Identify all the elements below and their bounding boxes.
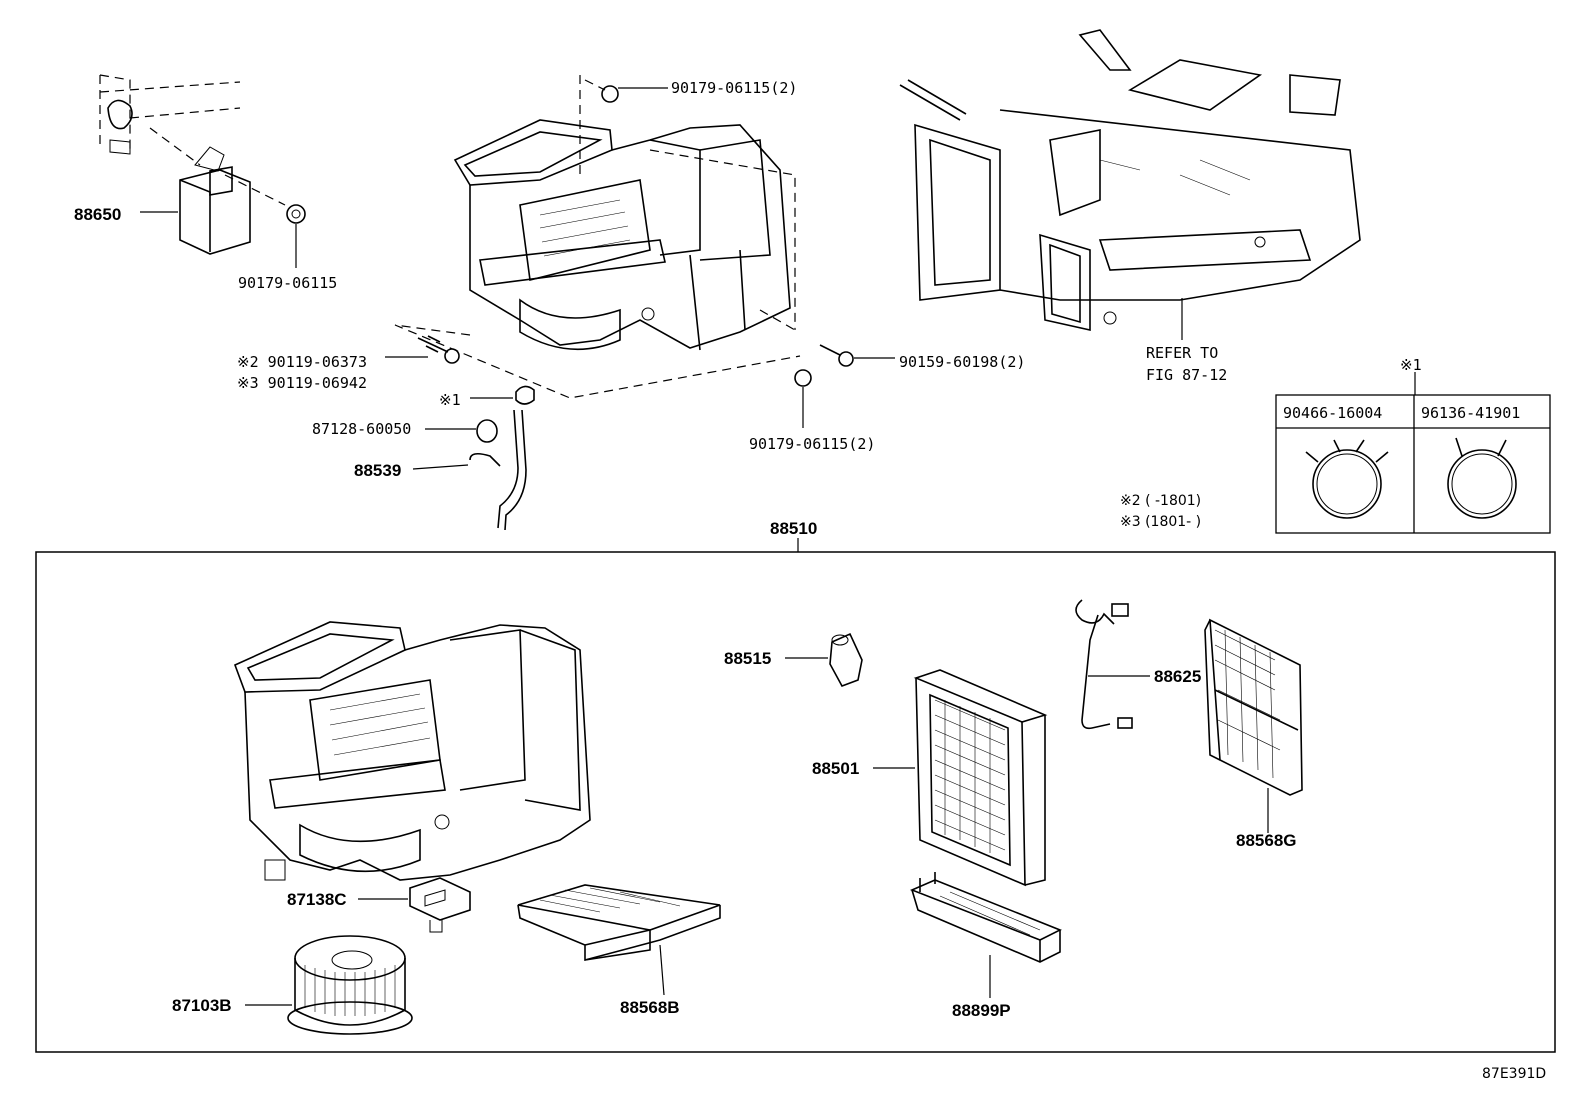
label-clip-col2: 96136-41901 bbox=[1421, 404, 1520, 422]
sensor-88625 bbox=[1075, 599, 1133, 730]
nut-90179-top bbox=[601, 85, 619, 103]
label-88568B: 88568B bbox=[620, 998, 680, 1017]
clip-table bbox=[1275, 372, 1551, 534]
hose-88539 bbox=[497, 409, 527, 531]
label-88650: 88650 bbox=[74, 205, 121, 224]
label-90179-bottom: 90179-06115(2) bbox=[749, 435, 875, 453]
evaporator-88501 bbox=[913, 669, 1048, 887]
note-3: ※3 (1801- ) bbox=[1120, 514, 1201, 530]
label-mark1-table: ※1 bbox=[1400, 356, 1422, 374]
clip-mark1 bbox=[515, 385, 535, 405]
label-90119-b: ※3 90119-06942 bbox=[237, 374, 367, 392]
filter-88568B bbox=[517, 884, 721, 962]
label-90179-left: 90179-06115 bbox=[238, 274, 337, 292]
assembly-box-88510 bbox=[35, 551, 1556, 1053]
label-88501: 88501 bbox=[812, 759, 859, 778]
bolt-90119 bbox=[417, 335, 460, 364]
label-clip-col1: 90466-16004 bbox=[1283, 404, 1382, 422]
label-90119-a: ※2 90119-06373 bbox=[237, 353, 367, 371]
label-87138C: 87138C bbox=[287, 890, 347, 909]
filter-88568G bbox=[1204, 618, 1303, 796]
label-88899P: 88899P bbox=[952, 1001, 1011, 1020]
label-88539: 88539 bbox=[354, 461, 401, 480]
hvac-unit-top-drawing bbox=[453, 119, 791, 351]
bracket-drawing bbox=[99, 74, 241, 155]
label-88515: 88515 bbox=[724, 649, 771, 668]
hvac-unit-box-drawing bbox=[233, 621, 591, 881]
valve-88515 bbox=[829, 632, 863, 687]
label-88568G: 88568G bbox=[1236, 831, 1297, 850]
nut-90179-bottom bbox=[794, 369, 812, 387]
label-88625: 88625 bbox=[1154, 667, 1201, 686]
nut-90179-left bbox=[286, 204, 306, 224]
tray-88899P bbox=[909, 872, 1062, 963]
label-90159: 90159-60198(2) bbox=[899, 353, 1025, 371]
duct-assembly-drawing bbox=[899, 29, 1361, 331]
label-87103B: 87103B bbox=[172, 996, 232, 1015]
diagram-id: 87E391D bbox=[1482, 1066, 1546, 1082]
module-88650-drawing bbox=[149, 127, 286, 255]
blower-87103B bbox=[287, 935, 413, 1035]
note-2: ※2 ( -1801) bbox=[1120, 493, 1201, 509]
bolt-90159 bbox=[819, 344, 854, 367]
label-90179-top: 90179-06115(2) bbox=[671, 79, 797, 97]
grommet-87128 bbox=[476, 419, 498, 443]
label-mark1-left: ※1 bbox=[439, 391, 461, 409]
servo-87138C bbox=[409, 877, 471, 933]
label-refer-line2: FIG 87-12 bbox=[1146, 366, 1227, 384]
label-87128: 87128-60050 bbox=[312, 420, 411, 438]
label-refer-line1: REFER TO bbox=[1146, 344, 1218, 362]
label-88510: 88510 bbox=[770, 519, 817, 538]
